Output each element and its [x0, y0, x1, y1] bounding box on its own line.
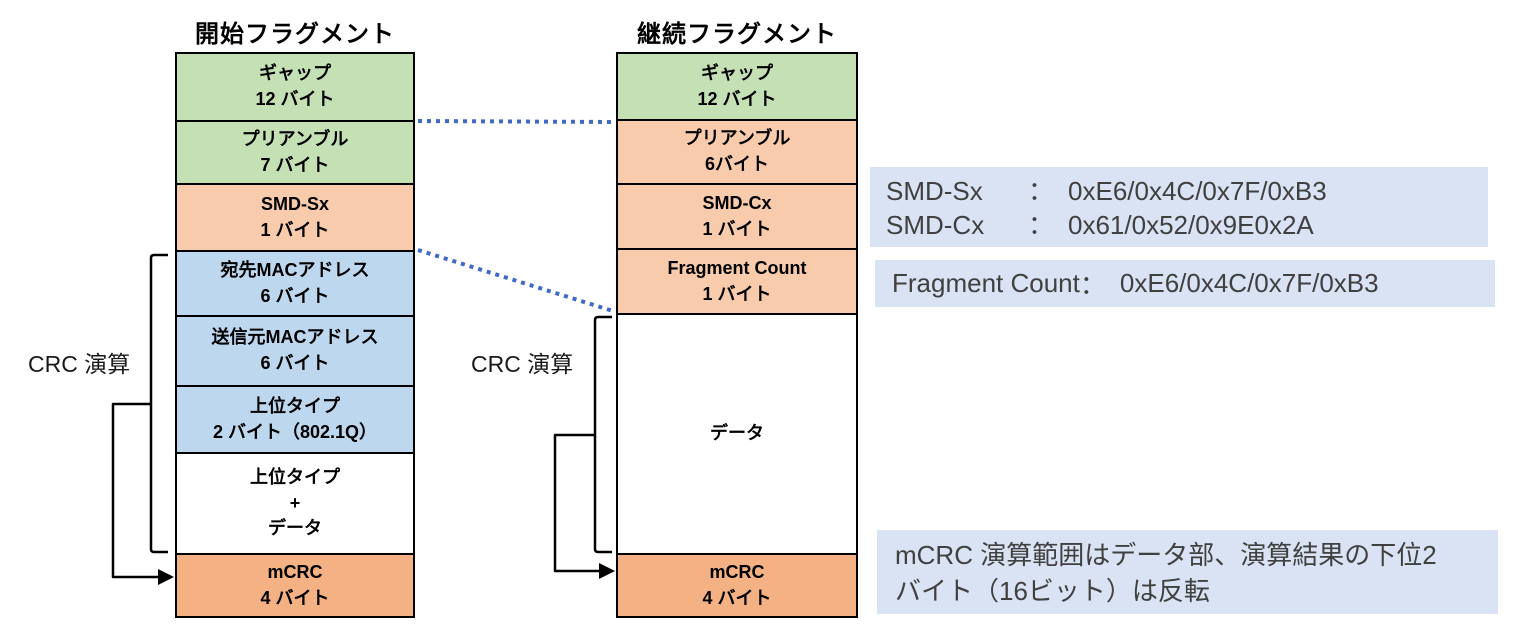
- field-label: SMD-Cx: [702, 192, 772, 213]
- mapping-dotted-line-preamble: [417, 119, 614, 124]
- start-fragment-stack: ギャップ 12 バイト プリアンブル 7 バイト SMD-Sx 1 バイト 宛先…: [175, 52, 415, 618]
- field-size: 1 バイト: [702, 218, 772, 239]
- crc-arrow-line-left: [111, 402, 160, 579]
- continuation-fragment-title: 継続フラグメント: [637, 21, 837, 48]
- field-size: 4 バイト: [260, 587, 330, 608]
- fragment-count-values-box: Fragment Count： 0xE6/0x4C/0x7F/0xB3: [875, 260, 1495, 307]
- field-size: 7 バイト: [260, 154, 330, 175]
- field-mcrc: mCRC 4 バイト: [175, 553, 415, 618]
- field-label: 宛先MACアドレス: [220, 259, 370, 280]
- field-label: データ: [268, 518, 322, 539]
- fragment-count-value: 0xE6/0x4C/0x7F/0xB3: [1119, 268, 1379, 298]
- crc-bracket-left: [149, 253, 168, 554]
- smd-cx-label: SMD-Cx: [886, 210, 985, 240]
- crc-arrowhead-right: [599, 563, 615, 579]
- field-type-plus-data: 上位タイプ + データ: [175, 452, 415, 555]
- smd-sx-label: SMD-Sx: [886, 176, 983, 206]
- smd-cx-line: SMD-Cx ： 0x61/0x52/0x9E0x2A: [886, 208, 1488, 242]
- crc-bracket-right: [593, 315, 612, 554]
- continuation-fragment-stack: ギャップ 12 バイト プリアンブル 6バイト SMD-Cx 1 バイト Fra…: [616, 52, 858, 618]
- field-label: mCRC: [709, 561, 765, 582]
- field-label: Fragment Count: [667, 257, 807, 278]
- field-fragment-count: Fragment Count 1 バイト: [616, 248, 858, 315]
- plus-sign: +: [289, 492, 301, 513]
- field-label: 上位タイプ: [250, 467, 340, 488]
- field-label: データ: [710, 423, 764, 444]
- field-gap: ギャップ 12 バイト: [616, 52, 858, 121]
- smd-cx-value: 0x61/0x52/0x9E0x2A: [1068, 210, 1314, 240]
- field-label: mCRC: [267, 561, 323, 582]
- start-fragment-title: 開始フラグメント: [195, 21, 395, 48]
- field-label: SMD-Sx: [260, 193, 329, 214]
- field-gap: ギャップ 12 バイト: [175, 52, 415, 122]
- field-label: ギャップ: [259, 63, 331, 84]
- smd-values-box: SMD-Sx ： 0xE6/0x4C/0x7F/0xB3 SMD-Cx ： 0x61/0…: [870, 167, 1488, 247]
- field-dest-mac: 宛先MACアドレス 6 バイト: [175, 250, 415, 317]
- mcrc-note-line1: mCRC 演算範囲はデータ部、演算結果の下位2: [895, 540, 1437, 570]
- field-size: 6バイト: [704, 154, 769, 174]
- crc-calc-label-left: CRC 演算: [28, 351, 131, 377]
- field-label: プリアンブル: [241, 128, 349, 149]
- field-label: プリアンブル: [683, 128, 791, 149]
- field-size: 12 バイト: [697, 88, 777, 109]
- colon: ：: [1079, 270, 1106, 300]
- mapping-dotted-line-smd: [417, 248, 614, 313]
- field-size: 1 バイト: [260, 219, 330, 240]
- mcrc-note-line2: バイト（16ビット）は反転: [895, 576, 1210, 606]
- smd-sx-line: SMD-Sx ： 0xE6/0x4C/0x7F/0xB3: [886, 174, 1488, 208]
- crc-arrowhead-left: [158, 569, 174, 585]
- crc-arrow-line-right: [553, 433, 601, 573]
- field-mcrc: mCRC 4 バイト: [616, 553, 858, 618]
- field-data: データ: [616, 313, 858, 555]
- field-size: 6 バイト: [260, 285, 330, 306]
- field-label: 上位タイプ: [250, 395, 340, 416]
- field-label: ギャップ: [701, 62, 773, 83]
- field-size: 2 バイト（802.1Q）: [212, 421, 378, 442]
- field-smd-sx: SMD-Sx 1 バイト: [175, 183, 415, 252]
- field-size: 1 バイト: [702, 283, 772, 304]
- fragment-count-label: Fragment Count: [892, 268, 1080, 298]
- field-label: 送信元MACアドレス: [211, 327, 379, 348]
- mcrc-note-box: mCRC 演算範囲はデータ部、演算結果の下位2 バイト（16ビット）は反転: [877, 530, 1498, 614]
- field-preamble: プリアンブル 6バイト: [616, 119, 858, 185]
- field-smd-cx: SMD-Cx 1 バイト: [616, 183, 858, 250]
- field-src-mac: 送信元MACアドレス 6 バイト: [175, 315, 415, 387]
- field-size: 12 バイト: [255, 89, 335, 109]
- field-ether-type: 上位タイプ 2 バイト（802.1Q）: [175, 385, 415, 454]
- smd-sx-value: 0xE6/0x4C/0x7F/0xB3: [1068, 176, 1327, 206]
- colon: ：: [1028, 176, 1055, 206]
- crc-calc-label-right: CRC 演算: [471, 351, 574, 377]
- field-size: 4 バイト: [702, 587, 772, 608]
- colon: ：: [1028, 210, 1055, 240]
- field-preamble: プリアンブル 7 バイト: [175, 120, 415, 185]
- field-size: 6 バイト: [260, 353, 330, 373]
